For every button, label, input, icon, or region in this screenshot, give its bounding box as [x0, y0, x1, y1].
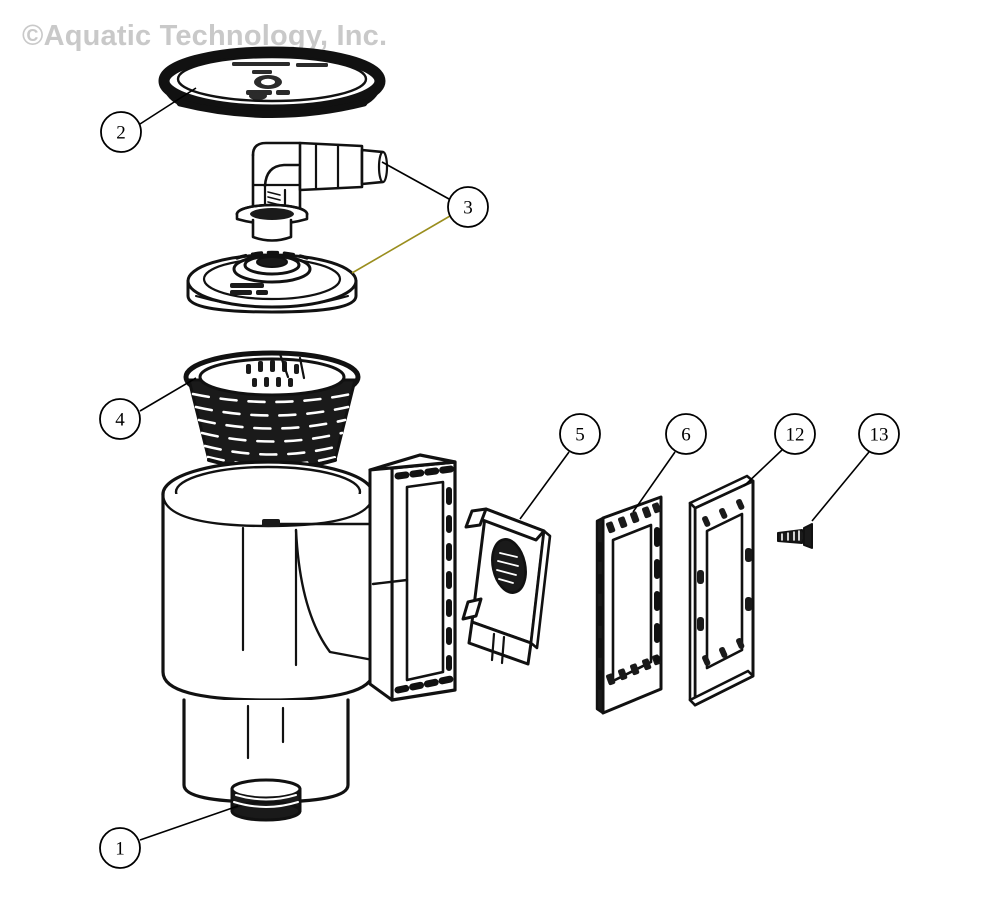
collar-thread-lines [233, 794, 299, 808]
part-bottom-outlet-collar [230, 778, 302, 822]
valve-skirt-ribs [195, 295, 349, 308]
callout-3[interactable]: 3 [447, 186, 489, 228]
callout-5[interactable]: 5 [559, 413, 601, 455]
callout-circle-12[interactable] [774, 413, 816, 455]
leader-line-13 [811, 451, 870, 522]
weir-ribs [490, 632, 506, 665]
throat-bolt-holes [394, 465, 455, 694]
valve-ring-marks [235, 250, 309, 260]
part-skimmer-basket [183, 350, 361, 480]
leader-line-2 [139, 87, 197, 125]
callout-number-3: 3 [463, 198, 473, 219]
leader-line-6 [632, 451, 676, 513]
faceplate-screw-holes [697, 499, 752, 666]
callout-1[interactable]: 1 [99, 827, 141, 869]
elbow-thread-hatch [267, 191, 281, 216]
part-elbow-fitting [235, 141, 389, 242]
callout-circle-6[interactable] [665, 413, 707, 455]
screw-thread-marks [781, 530, 800, 541]
leader-line-3 [381, 161, 450, 200]
callout-number-13: 13 [870, 425, 889, 446]
weir-emblem-text [496, 552, 519, 584]
body-throat-mouth [368, 453, 457, 702]
callout-circle-3[interactable] [447, 186, 489, 228]
callout-circle-1[interactable] [99, 827, 141, 869]
leader-line-4 [139, 377, 197, 412]
callout-circle-13[interactable] [858, 413, 900, 455]
leader-line-1 [139, 805, 239, 841]
basket-slot-rows [191, 392, 353, 467]
callout-number-5: 5 [575, 425, 585, 446]
callout-number-4: 4 [115, 410, 125, 431]
body-internal-ribs [241, 526, 298, 667]
part-float-valve-assembly [186, 250, 358, 314]
leader-line-5 [519, 451, 570, 520]
gasket-bolt-holes [606, 502, 661, 686]
leader-lines [139, 87, 870, 841]
part-skimmer-body [161, 453, 457, 804]
leader-line-12 [743, 449, 783, 487]
gasket-side-slots [597, 527, 660, 693]
callout-13[interactable]: 13 [858, 413, 900, 455]
callout-number-12: 12 [786, 425, 805, 446]
part-faceplate [688, 474, 755, 707]
part-weir-flap-door [461, 507, 552, 666]
part-faceplate-gasket [595, 495, 663, 715]
callout-number-2: 2 [116, 123, 126, 144]
sump-ribs [246, 704, 285, 760]
copyright-watermark: ©Aquatic Technology, Inc. [22, 20, 388, 52]
callout-2[interactable]: 2 [100, 111, 142, 153]
part-skimmer-lid [158, 46, 386, 118]
callout-4[interactable]: 4 [99, 398, 141, 440]
valve-embossed-text [230, 283, 268, 295]
callout-circle-2[interactable] [100, 111, 142, 153]
callout-number-1: 1 [115, 839, 125, 860]
leader-line-3-b [351, 215, 451, 274]
callout-6[interactable]: 6 [665, 413, 707, 455]
callout-12[interactable]: 12 [774, 413, 816, 455]
callout-number-6: 6 [681, 425, 691, 446]
callout-circle-5[interactable] [559, 413, 601, 455]
part-faceplate-screw [777, 523, 813, 549]
lid-embossed-marks [232, 62, 328, 100]
callout-circle-4[interactable] [99, 398, 141, 440]
